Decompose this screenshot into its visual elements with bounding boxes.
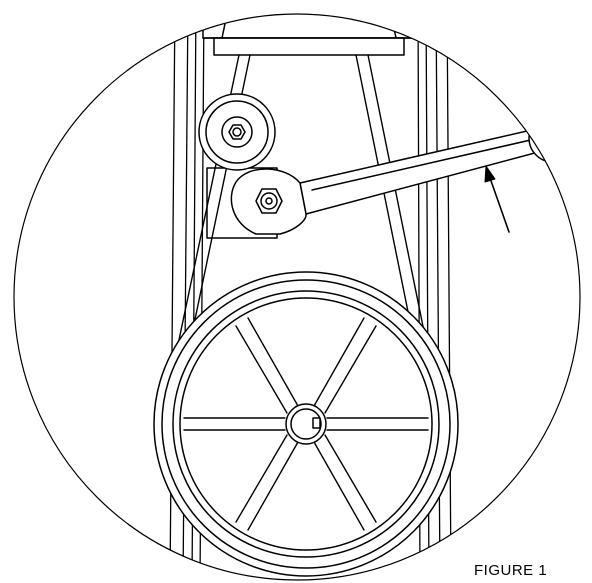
detail-circle bbox=[13, 13, 581, 581]
adjustment-nut bbox=[255, 188, 283, 214]
figure-caption: FIGURE 1 bbox=[472, 562, 550, 579]
combination-wrench[interactable] bbox=[230, 113, 578, 235]
frame-rails bbox=[169, 14, 452, 580]
large-pulley bbox=[153, 271, 459, 577]
idler-pulley bbox=[198, 93, 276, 171]
callout-arrow bbox=[484, 165, 510, 233]
